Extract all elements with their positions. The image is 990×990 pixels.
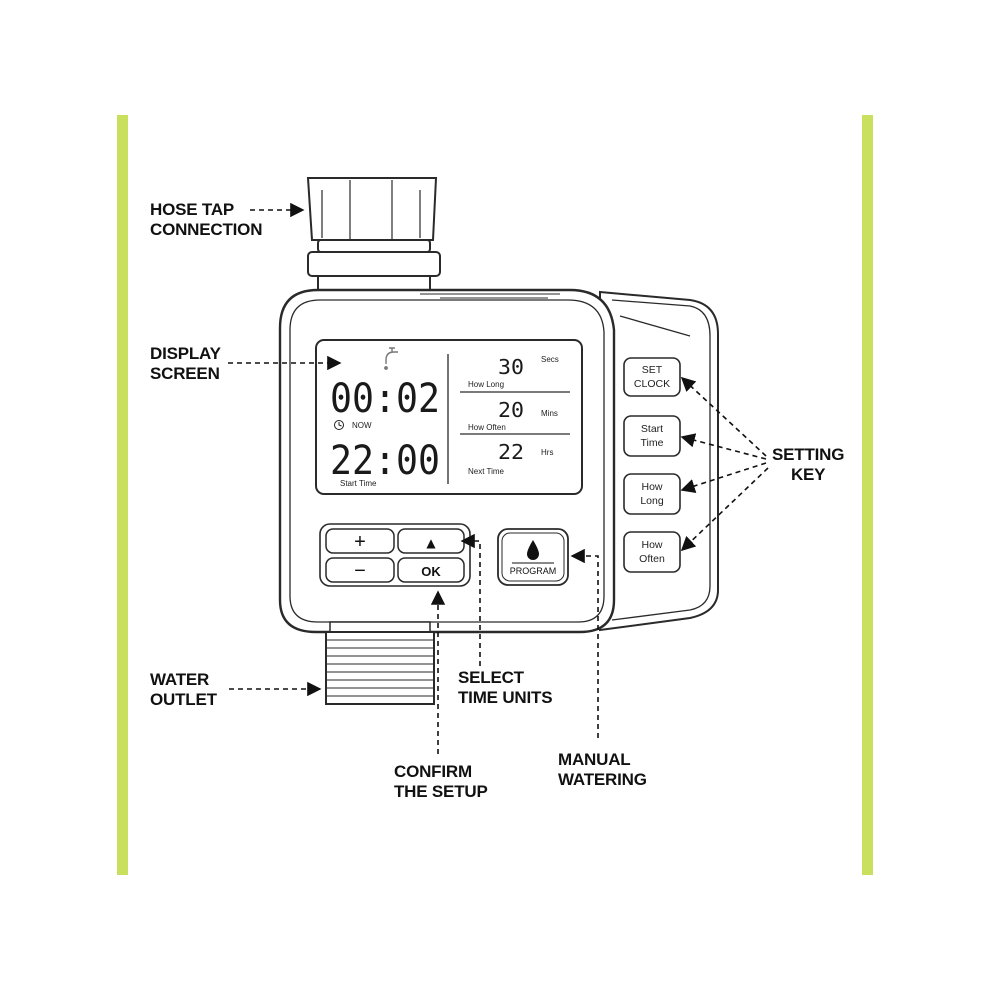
how-long-line2: Long — [640, 495, 664, 507]
set-clock-line2: CLOCK — [634, 378, 670, 390]
how-often-unit: Mins — [541, 409, 558, 418]
next-time-value: 22 — [498, 440, 524, 464]
ok-button[interactable]: OK — [397, 557, 465, 583]
how-long-line1: How — [641, 481, 662, 493]
water-outlet — [325, 621, 435, 705]
start-time-button[interactable]: Start Time — [623, 415, 681, 457]
start-time-line1: Start — [641, 423, 663, 435]
front-keypad: + ▲ − OK PROGRAM — [319, 523, 569, 587]
display-screen: 00:02 NOW 22:00 Start Time 30 Secs How L… — [315, 339, 583, 495]
up-arrow-icon: ▲ — [426, 536, 436, 550]
hose-tap-connector — [306, 177, 441, 293]
tap-icon — [384, 347, 398, 370]
set-clock-line1: SET — [642, 364, 663, 376]
now-label: NOW — [352, 421, 372, 430]
how-often-value: 20 — [498, 398, 524, 422]
how-long-label: How Long — [468, 380, 504, 389]
select-time-units-callout: SELECT TIME UNITS — [458, 668, 553, 707]
confirm-setup-callout: CONFIRM THE SETUP — [394, 762, 488, 801]
how-often-button[interactable]: How Often — [623, 531, 681, 573]
housing-side — [599, 290, 719, 632]
display-screen-callout: DISPLAY SCREEN — [150, 344, 221, 383]
ok-button-label: OK — [421, 564, 441, 579]
minus-button-label: − — [354, 560, 366, 582]
up-button[interactable]: ▲ — [397, 528, 465, 554]
water-drop-icon — [527, 540, 539, 560]
next-time-unit: Hrs — [541, 448, 553, 457]
callout-leaders — [228, 202, 769, 754]
program-button-label: PROGRAM — [510, 566, 557, 576]
start-time-value: 22:00 — [330, 438, 440, 484]
accent-bar-left — [117, 115, 128, 875]
how-long-button[interactable]: How Long — [623, 473, 681, 515]
hose-tap-callout: HOSE TAP CONNECTION — [150, 200, 263, 239]
how-long-value: 30 — [498, 355, 524, 379]
start-time-label: Start Time — [340, 479, 377, 488]
how-often-line2: Often — [639, 553, 665, 565]
plus-button[interactable]: + — [325, 528, 395, 554]
now-time: 00:02 — [330, 376, 440, 422]
clock-icon — [334, 420, 344, 430]
minus-button[interactable]: − — [325, 557, 395, 583]
how-often-line1: How — [641, 539, 662, 551]
water-outlet-callout: WATER OUTLET — [150, 670, 217, 709]
next-time-label: Next Time — [468, 467, 505, 476]
how-long-unit: Secs — [541, 355, 559, 364]
accent-bar-right — [862, 115, 873, 875]
side-keys: SET CLOCK Start Time How Long How Often — [623, 357, 681, 573]
setting-key-callout: SETTING KEY — [772, 445, 845, 484]
program-button[interactable]: PROGRAM — [497, 528, 569, 586]
plus-button-label: + — [354, 531, 366, 553]
manual-watering-callout: MANUAL WATERING — [558, 750, 647, 789]
set-clock-button[interactable]: SET CLOCK — [623, 357, 681, 397]
start-time-line2: Time — [641, 437, 664, 449]
how-often-label: How Often — [468, 423, 506, 432]
